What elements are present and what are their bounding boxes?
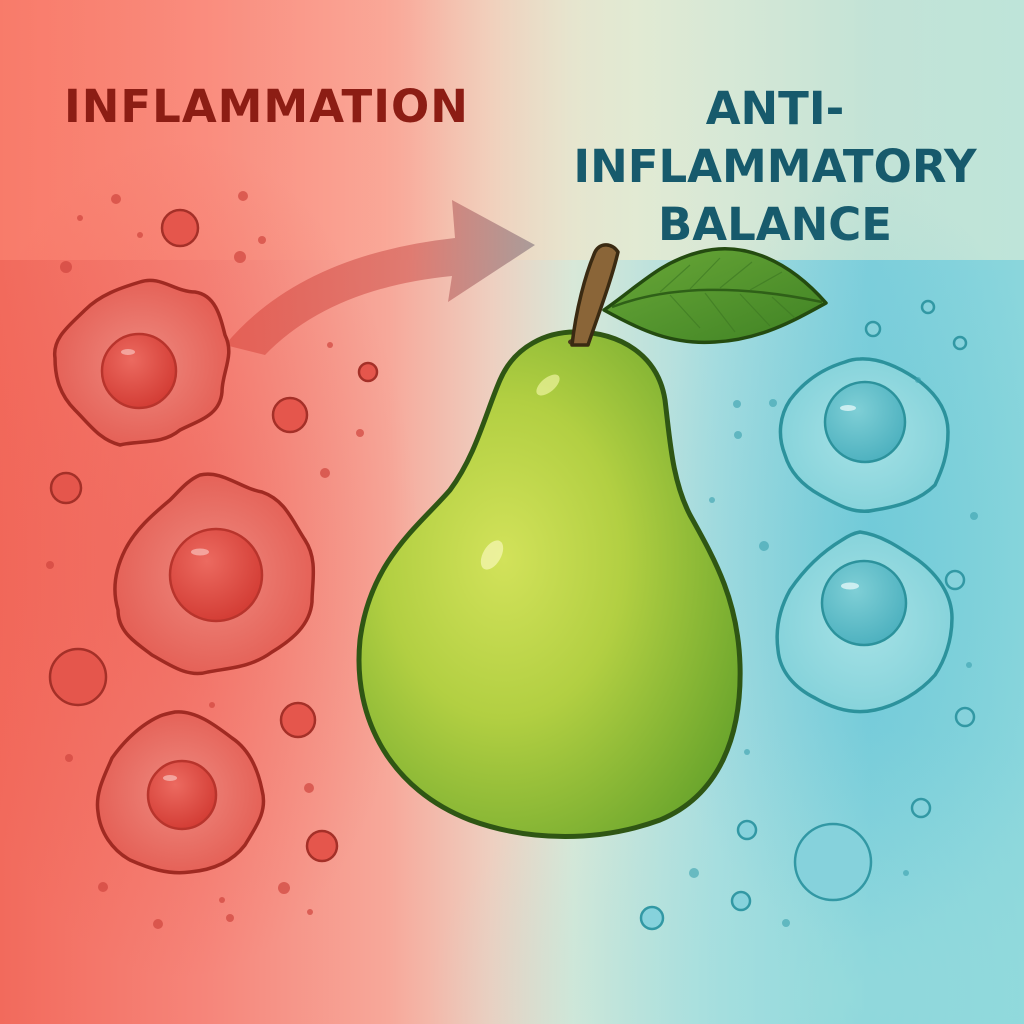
calm-cell-icon [775,530,954,714]
blue-bubbles [639,299,976,931]
red-particles [46,191,364,929]
pear-icon [356,329,743,839]
leaf-icon [602,247,828,345]
blue-particles [689,377,978,927]
red-bubbles [48,208,379,863]
pear-stem-icon [570,243,620,347]
inflammation-title: INFLAMMATION [64,80,469,133]
inflamed-cell-icon [113,472,316,676]
inflamed-cell-icon [95,710,266,875]
curved-arrow-icon [225,200,535,355]
inflamed-cell-icon [53,278,231,447]
balance-title-line1: ANTI-INFLAMMATORY [573,82,977,193]
calm-cell-icon [778,357,950,513]
